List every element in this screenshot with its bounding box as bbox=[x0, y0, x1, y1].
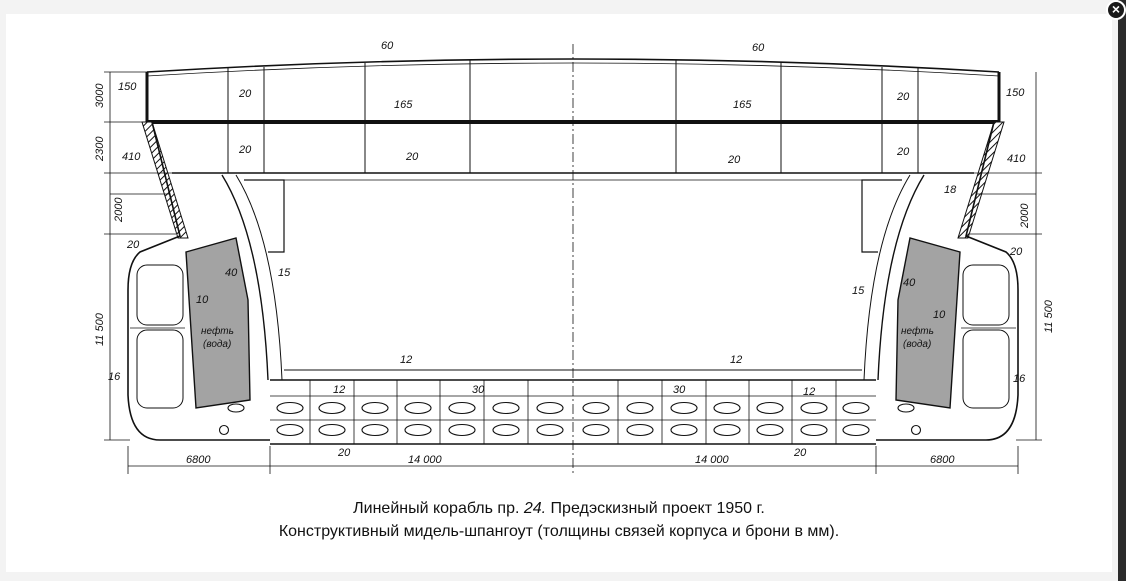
close-icon[interactable]: × bbox=[1106, 0, 1126, 20]
lightening-hole bbox=[361, 401, 389, 415]
label-bulk-mid-right: 20 bbox=[896, 146, 910, 158]
dim-2000-right: 2000 bbox=[1019, 203, 1031, 229]
drain-hole bbox=[910, 424, 922, 436]
lightening-hole bbox=[713, 401, 741, 415]
label-tank-wall-right: 40 bbox=[903, 277, 916, 289]
dim-14000-left: 14 000 bbox=[408, 454, 443, 466]
lightening-hole bbox=[756, 401, 784, 415]
label-bilge-left: 16 bbox=[108, 371, 121, 383]
lightening-hole bbox=[670, 401, 698, 415]
lightening-hole bbox=[404, 423, 432, 437]
tank-text-right-2: (вода) bbox=[903, 339, 931, 350]
label-tank-inner-right: 10 bbox=[933, 309, 946, 321]
label-bulk-upper-left: 20 bbox=[238, 88, 252, 100]
lightening-hole bbox=[800, 423, 828, 437]
label-hull-right: 20 bbox=[1009, 246, 1023, 258]
upper-deck bbox=[146, 58, 1000, 73]
fuel-tank-left bbox=[185, 237, 251, 409]
lightening-hole bbox=[842, 401, 870, 415]
label-hull-left: 20 bbox=[126, 239, 140, 251]
hull-left bbox=[127, 121, 270, 441]
label-plate-right: 18 bbox=[944, 184, 957, 196]
torpedo-bulkhead-left bbox=[221, 174, 269, 381]
label-belt-right: 410 bbox=[1007, 153, 1026, 165]
lightening-hole bbox=[276, 401, 304, 415]
label-bulk-upper-right: 20 bbox=[896, 91, 910, 103]
armour-belt-right bbox=[957, 121, 1005, 239]
tank-text-left-1: нефть bbox=[201, 325, 234, 337]
label-deck-top-right: 60 bbox=[752, 42, 765, 54]
dim-6800-left: 6800 bbox=[186, 454, 211, 466]
dim-2300: 2300 bbox=[94, 136, 106, 162]
lightening-hole bbox=[492, 423, 520, 437]
dim-2000-left: 2000 bbox=[113, 197, 125, 223]
label-deck-low-right: 20 bbox=[727, 154, 741, 166]
lightening-hole bbox=[492, 401, 520, 415]
label-bottom-left: 20 bbox=[337, 447, 351, 459]
label-torpedo-bulk-right: 15 bbox=[852, 285, 865, 297]
lightening-hole bbox=[276, 423, 304, 437]
caption-line-2: Конструктивный мидель-шпангоут (толщины … bbox=[278, 523, 840, 540]
lightening-hole bbox=[582, 401, 610, 415]
tank-text-left-2: (вода) bbox=[203, 339, 231, 350]
lightening-hole bbox=[800, 401, 828, 415]
figure-caption: Линейный корабль пр. 24. Предэскизный пр… bbox=[6, 497, 1112, 543]
drain-hole bbox=[218, 424, 230, 436]
label-tank-wall-left: 40 bbox=[225, 267, 238, 279]
dim-11500-right: 11 500 bbox=[1043, 299, 1055, 333]
lightening-hole bbox=[536, 423, 564, 437]
label-torpedo-bulk-left: 15 bbox=[278, 267, 291, 279]
label-double-bottom-left: 12 bbox=[333, 384, 345, 396]
fuel-tank-right bbox=[895, 237, 961, 409]
armour-belt-left bbox=[141, 121, 189, 239]
lightening-hole bbox=[626, 401, 654, 415]
lightening-hole bbox=[404, 401, 432, 415]
lightening-hole bbox=[448, 423, 476, 437]
label-keel-right: 30 bbox=[673, 384, 686, 396]
label-bilge-right: 16 bbox=[1013, 373, 1026, 385]
tank-text-right-1: нефть bbox=[901, 325, 934, 337]
drain-hole bbox=[897, 403, 915, 413]
lightening-hole bbox=[756, 423, 784, 437]
hull-right bbox=[876, 121, 1019, 441]
dim-6800-right: 6800 bbox=[930, 454, 955, 466]
lightening-hole bbox=[626, 423, 654, 437]
lightening-hole bbox=[448, 401, 476, 415]
label-belt-left: 410 bbox=[122, 151, 141, 163]
lightening-hole bbox=[536, 401, 564, 415]
lightening-hole bbox=[670, 423, 698, 437]
label-double-bottom-right: 12 bbox=[803, 386, 815, 398]
label-inner-bottom-right: 12 bbox=[730, 354, 742, 366]
label-side-upper-left: 150 bbox=[118, 81, 137, 93]
label-deck-low-left: 20 bbox=[405, 151, 419, 163]
label-keel-left: 30 bbox=[472, 384, 485, 396]
dim-11500-left: 11 500 bbox=[94, 312, 106, 346]
label-bottom-right: 20 bbox=[793, 447, 807, 459]
label-bulk-mid-left: 20 bbox=[238, 144, 252, 156]
caption-line-1: Линейный корабль пр. 24. Предэскизный пр… bbox=[353, 500, 765, 517]
label-tank-inner-left: 10 bbox=[196, 294, 209, 306]
torpedo-bulkhead-right bbox=[877, 174, 925, 381]
lightening-hole bbox=[713, 423, 741, 437]
label-deck-main-left: 165 bbox=[394, 99, 413, 111]
lightening-hole bbox=[318, 423, 346, 437]
dim-3000: 3000 bbox=[94, 83, 106, 108]
label-deck-top-left: 60 bbox=[381, 40, 394, 52]
label-inner-bottom-left: 12 bbox=[400, 354, 412, 366]
lightening-hole bbox=[842, 423, 870, 437]
lightening-hole bbox=[582, 423, 610, 437]
dim-14000-right: 14 000 bbox=[695, 454, 730, 466]
lightening-hole bbox=[361, 423, 389, 437]
label-side-upper-right: 150 bbox=[1006, 87, 1025, 99]
label-deck-main-right: 165 bbox=[733, 99, 752, 111]
drain-hole bbox=[227, 403, 245, 413]
lightening-holes bbox=[218, 401, 922, 437]
lightening-hole bbox=[318, 401, 346, 415]
